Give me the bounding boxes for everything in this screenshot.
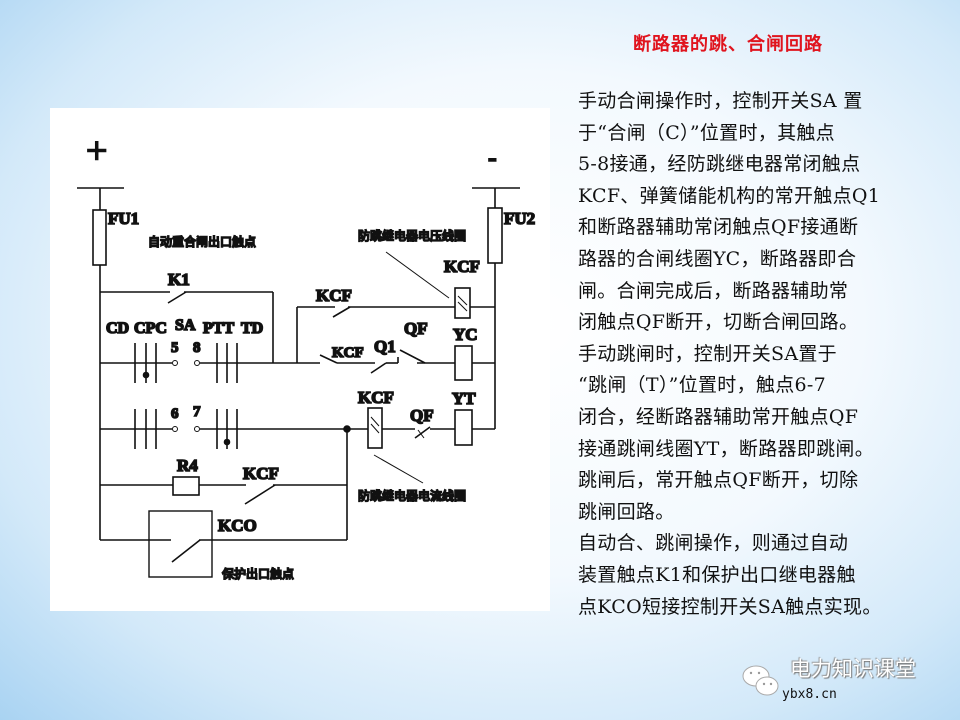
fu2-label: FU2 bbox=[504, 209, 535, 228]
circuit-diagram: + - FU1 FU2 自动重合闸出口触点 防跳继电器电压线圈 K1 KCF K… bbox=[50, 108, 550, 611]
wechat-icon bbox=[742, 665, 779, 696]
current-coil-note: 防跳继电器电流线圈 bbox=[358, 488, 466, 503]
r4-label: R4 bbox=[177, 456, 198, 475]
positive-bus bbox=[77, 187, 124, 540]
text-line: 手动跳闸时，控制开关SA置于 bbox=[578, 342, 837, 365]
q1-label: Q1 bbox=[374, 337, 396, 356]
kco-label: KCO bbox=[218, 516, 257, 535]
text-line: 点KCO短接控制开关SA触点实现。 bbox=[578, 595, 882, 618]
text-line: 闸。合闸完成后，断路器辅助常 bbox=[578, 279, 849, 302]
text-line: KCF、弹簧储能机构的常开触点Q1 bbox=[578, 184, 881, 207]
text-line: 和断路器辅助常闭触点QF接通断 bbox=[578, 216, 859, 239]
auto-reclose-note: 自动重合闸出口触点 bbox=[148, 234, 256, 249]
text-line: 于“合闸（C）”位置时，其触点 bbox=[578, 121, 835, 144]
kcf-label-hold: KCF bbox=[316, 286, 352, 305]
watermark: 电力知识课堂 ybx8.cn bbox=[740, 656, 950, 716]
resistor-r4 bbox=[172, 476, 200, 496]
kco-branch bbox=[100, 510, 347, 578]
qf-label-close: QF bbox=[404, 319, 428, 338]
ptt-label: PTT bbox=[203, 320, 234, 337]
negative-bus bbox=[472, 187, 520, 429]
text-line: “跳闸（T）”位置时，触点6-7 bbox=[578, 374, 826, 397]
text-line: 路器的合闸线圈YC，断路器即合 bbox=[578, 247, 857, 270]
contact-5-label: 5 bbox=[171, 340, 179, 356]
k1-label: K1 bbox=[168, 270, 190, 289]
plus-label: + bbox=[86, 130, 107, 172]
watermark-name: 电力知识课堂 bbox=[790, 657, 916, 681]
text-line: 5-8接通，经防跳继电器常闭触点 bbox=[578, 153, 861, 176]
contact-8-label: 8 bbox=[193, 340, 201, 356]
fu1-label: FU1 bbox=[108, 209, 139, 228]
fuse-fu2 bbox=[487, 207, 503, 264]
kcf-label-coil: KCF bbox=[444, 257, 480, 276]
yt-coil bbox=[454, 409, 473, 446]
qf-label-trip: QF bbox=[410, 406, 434, 425]
protection-note: 保护出口触点 bbox=[222, 567, 294, 581]
td-label: TD bbox=[241, 320, 263, 337]
explanation-text: 手动合闸操作时，控制开关SA 置 于“合闸（C）”位置时，其触点 5-8接通，经… bbox=[578, 86, 882, 623]
kcf-label-r4: KCF bbox=[243, 464, 279, 483]
contact-7-label: 7 bbox=[193, 404, 201, 420]
fuse-fu1 bbox=[92, 209, 107, 266]
k1-contact bbox=[100, 291, 274, 363]
kcf-label-current: KCF bbox=[358, 388, 394, 407]
text-line: 跳闸后，常开触点QF断开，切除 bbox=[578, 469, 859, 492]
cd-label: CD bbox=[106, 320, 129, 337]
tripping-circuit bbox=[100, 407, 495, 540]
kcf-voltage-coil bbox=[454, 287, 471, 319]
yc-coil bbox=[454, 345, 473, 381]
text-line: 跳闸回路。 bbox=[578, 500, 675, 523]
voltage-coil-note: 防跳继电器电压线圈 bbox=[358, 228, 466, 243]
minus-label: - bbox=[488, 143, 497, 172]
r4-kcf-branch bbox=[100, 476, 347, 505]
yc-label: YC bbox=[453, 325, 478, 344]
text-line: 手动合闸操作时，控制开关SA 置 bbox=[578, 90, 863, 112]
text-line: 闭触点QF断开，切断合闸回路。 bbox=[578, 311, 859, 334]
text-line: 装置触点K1和保护出口继电器触 bbox=[578, 563, 856, 586]
yt-label: YT bbox=[452, 389, 476, 408]
contact-6-label: 6 bbox=[171, 406, 179, 422]
cpc-label: CPC bbox=[134, 320, 167, 337]
sa-label: SA bbox=[175, 317, 196, 334]
text-line: 闭合，经断路器辅助常开触点QF bbox=[578, 405, 859, 428]
text-line: 自动合、跳闸操作，则通过自动 bbox=[578, 532, 849, 555]
text-line: 接通跳闸线圈YT，断路器即跳闸。 bbox=[578, 437, 875, 460]
slide-title: 断路器的跳、合闸回路 bbox=[633, 34, 823, 55]
closing-circuit bbox=[100, 343, 495, 383]
watermark-url: ybx8.cn bbox=[782, 687, 837, 702]
kcf-label-nc: KCF bbox=[332, 345, 364, 361]
